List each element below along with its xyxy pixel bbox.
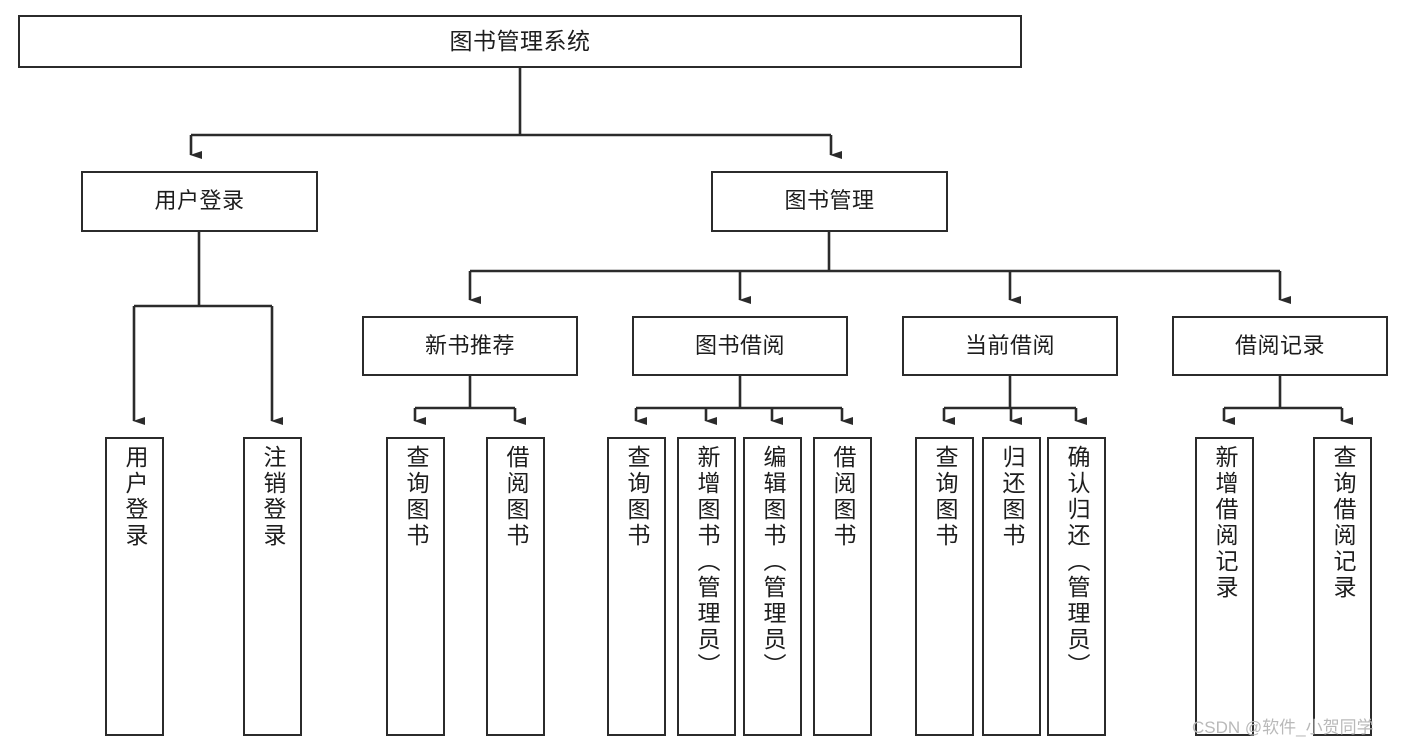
node-label: 编辑图书（管理员） <box>760 445 786 679</box>
leaf-query-borrow-record[interactable]: 查询借阅记录 <box>1313 437 1372 736</box>
leaf-edit-book-admin[interactable]: 编辑图书（管理员） <box>743 437 802 736</box>
node-label: 查询图书 <box>932 445 958 549</box>
node-label: 查询图书 <box>624 445 650 549</box>
leaf-add-borrow-record[interactable]: 新增借阅记录 <box>1195 437 1254 736</box>
node-label: 确认归还（管理员） <box>1064 445 1090 679</box>
node-label: 图书管理系统 <box>449 27 591 54</box>
leaf-query-book-current[interactable]: 查询图书 <box>915 437 974 736</box>
node-root-system[interactable]: 图书管理系统 <box>18 15 1022 68</box>
node-label: 当前借阅 <box>964 332 1055 358</box>
leaf-return-book[interactable]: 归还图书 <box>982 437 1041 736</box>
node-label: 借阅图书 <box>503 445 529 549</box>
leaf-confirm-return-admin[interactable]: 确认归还（管理员） <box>1047 437 1106 736</box>
node-label: 用户登录 <box>154 188 245 214</box>
node-current-borrow[interactable]: 当前借阅 <box>902 316 1118 376</box>
node-label: 用户登录 <box>122 445 148 549</box>
node-label: 新增借阅记录 <box>1212 445 1238 601</box>
node-book-borrow[interactable]: 图书借阅 <box>632 316 848 376</box>
node-label: 新增图书（管理员） <box>694 445 720 679</box>
leaf-add-book-admin[interactable]: 新增图书（管理员） <box>677 437 736 736</box>
leaf-borrow-book-recommend[interactable]: 借阅图书 <box>486 437 545 736</box>
node-borrow-record[interactable]: 借阅记录 <box>1172 316 1388 376</box>
node-label: 借阅记录 <box>1234 332 1325 358</box>
leaf-borrow-book[interactable]: 借阅图书 <box>813 437 872 736</box>
node-label: 图书借阅 <box>694 332 785 358</box>
node-book-manage[interactable]: 图书管理 <box>711 171 948 232</box>
node-new-book-recommend[interactable]: 新书推荐 <box>362 316 578 376</box>
node-label: 查询借阅记录 <box>1330 445 1356 601</box>
leaf-query-book-borrow[interactable]: 查询图书 <box>607 437 666 736</box>
leaf-user-login[interactable]: 用户登录 <box>105 437 164 736</box>
leaf-user-logout[interactable]: 注销登录 <box>243 437 302 736</box>
node-label: 新书推荐 <box>424 332 515 358</box>
node-label: 归还图书 <box>999 445 1025 549</box>
node-label: 注销登录 <box>260 445 286 549</box>
node-label: 借阅图书 <box>830 445 856 549</box>
node-label: 查询图书 <box>403 445 429 549</box>
node-label: 图书管理 <box>784 188 875 214</box>
node-user-login[interactable]: 用户登录 <box>81 171 318 232</box>
leaf-query-book-recommend[interactable]: 查询图书 <box>386 437 445 736</box>
